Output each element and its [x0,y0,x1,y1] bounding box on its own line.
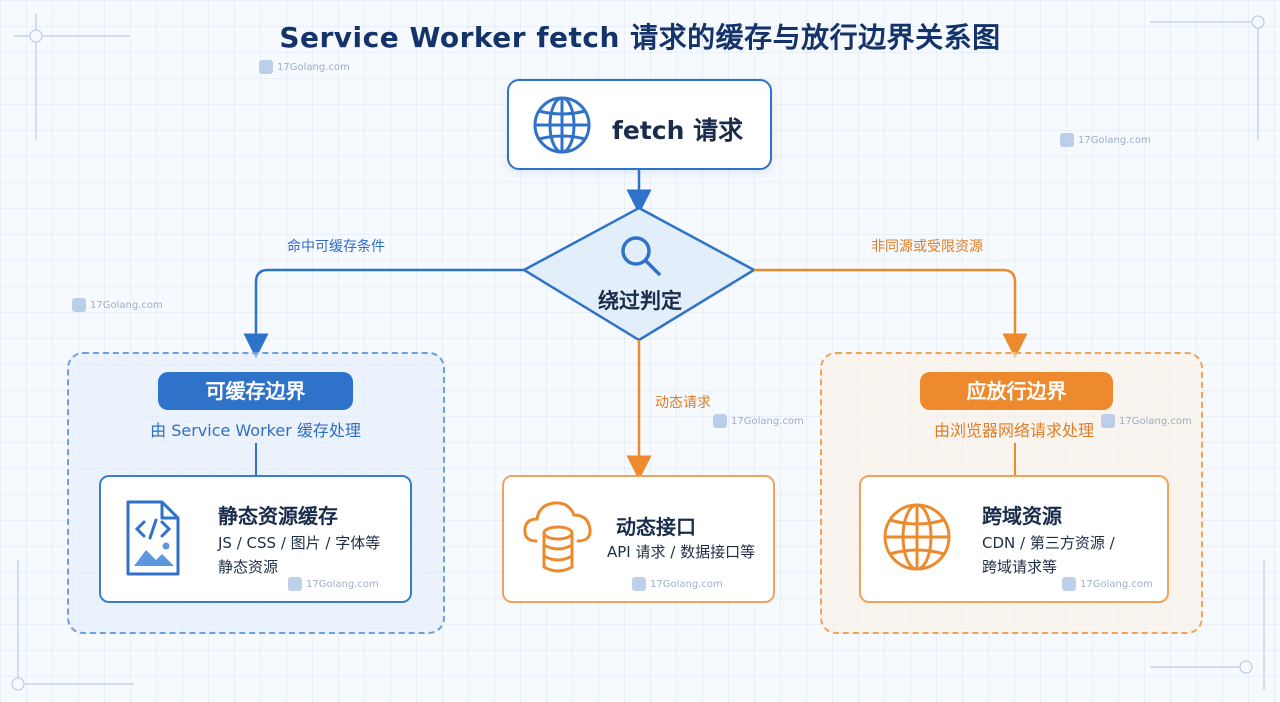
code-file-icon [126,500,180,576]
globe-icon [533,96,591,154]
cacheable-connector [255,443,257,475]
edge-label-bypass: 非同源或受限资源 [871,239,983,255]
edge-decision-to-bypass [754,268,1028,359]
cacheable-region-subtitle: 由 Service Worker 缓存处理 [150,421,361,440]
watermark: 17Golang.com [1101,414,1192,428]
static-cache-title: 静态资源缓存 [218,504,338,528]
bypass-connector [1014,443,1016,475]
cross-origin-desc-line1: CDN / 第三方资源 / [982,534,1115,552]
static-cache-desc-line2: 静态资源 [218,558,279,576]
corner-decoration [11,14,1265,691]
decision-label: 绕过判定 [598,289,682,313]
watermark: 17Golang.com [259,60,350,74]
watermark: 17Golang.com [288,577,379,591]
fetch-request-label: fetch 请求 [612,116,744,145]
watermark: 17Golang.com [1060,133,1151,147]
edge-label-dynamic: 动态请求 [655,395,711,411]
dynamic-api-title: 动态接口 [616,515,696,539]
cloud-database-icon [523,501,592,573]
watermark: 17Golang.com [72,298,163,312]
search-icon [621,236,661,276]
cross-origin-card [859,475,1169,603]
cross-origin-title: 跨域资源 [982,504,1062,528]
globe-icon [883,503,951,571]
diagram-title: Service Worker fetch 请求的缓存与放行边界关系图 [279,21,1001,54]
edge-decision-to-cacheable [243,268,524,359]
watermark: 17Golang.com [632,577,723,591]
bypass-region-subtitle: 由浏览器网络请求处理 [933,421,1094,440]
edge-label-cacheable: 命中可缓存条件 [287,239,385,255]
bypass-region-title: 应放行边界 [920,372,1113,410]
dynamic-api-desc: API 请求 / 数据接口等 [607,543,756,561]
cross-origin-desc-line2: 跨域请求等 [982,558,1058,576]
watermark: 17Golang.com [1062,577,1153,591]
cacheable-region-title: 可缓存边界 [158,372,353,410]
static-cache-desc-line1: JS / CSS / 图片 / 字体等 [218,534,381,552]
watermark: 17Golang.com [713,414,804,428]
